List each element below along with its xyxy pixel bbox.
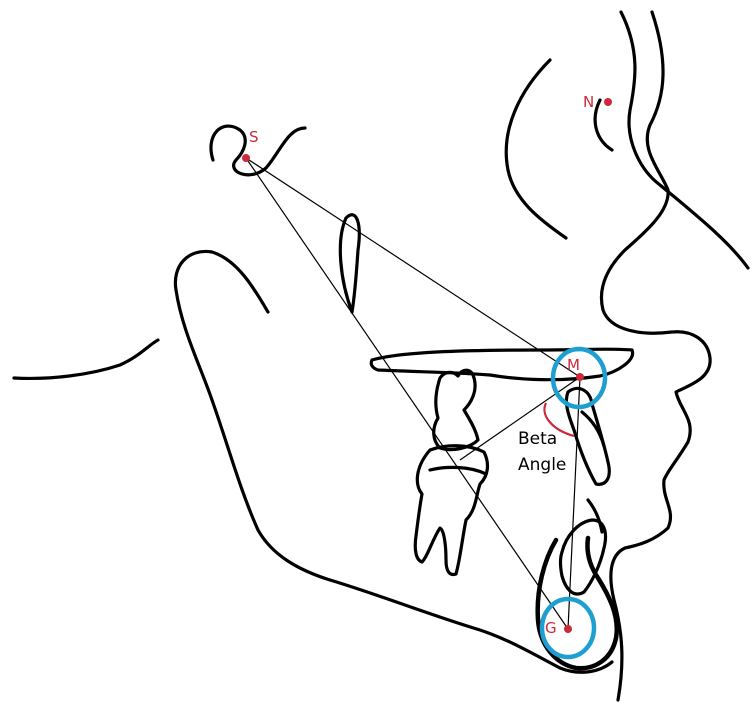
lower-molar [415,446,487,575]
landmark-labels: S N M G [249,93,594,637]
angle-label: Beta Angle [518,429,566,475]
n-point [604,98,612,106]
orbital-rim [506,60,566,238]
g-label: G [545,619,557,637]
reference-lines [246,158,580,629]
s-point [242,154,250,162]
line-s-m [246,158,580,377]
angle-label-line2: Angle [518,455,566,475]
line-s-g [246,158,568,629]
pterygoid-fissure [340,215,359,312]
m-point [576,373,584,381]
occipital-curve [14,340,158,378]
g-point [564,625,572,633]
angle-label-line1: Beta [518,429,557,449]
n-label: N [583,93,594,111]
s-label: S [249,128,259,146]
upper-molar [434,370,478,449]
m-label: M [567,356,580,374]
facial-profile [595,12,748,700]
